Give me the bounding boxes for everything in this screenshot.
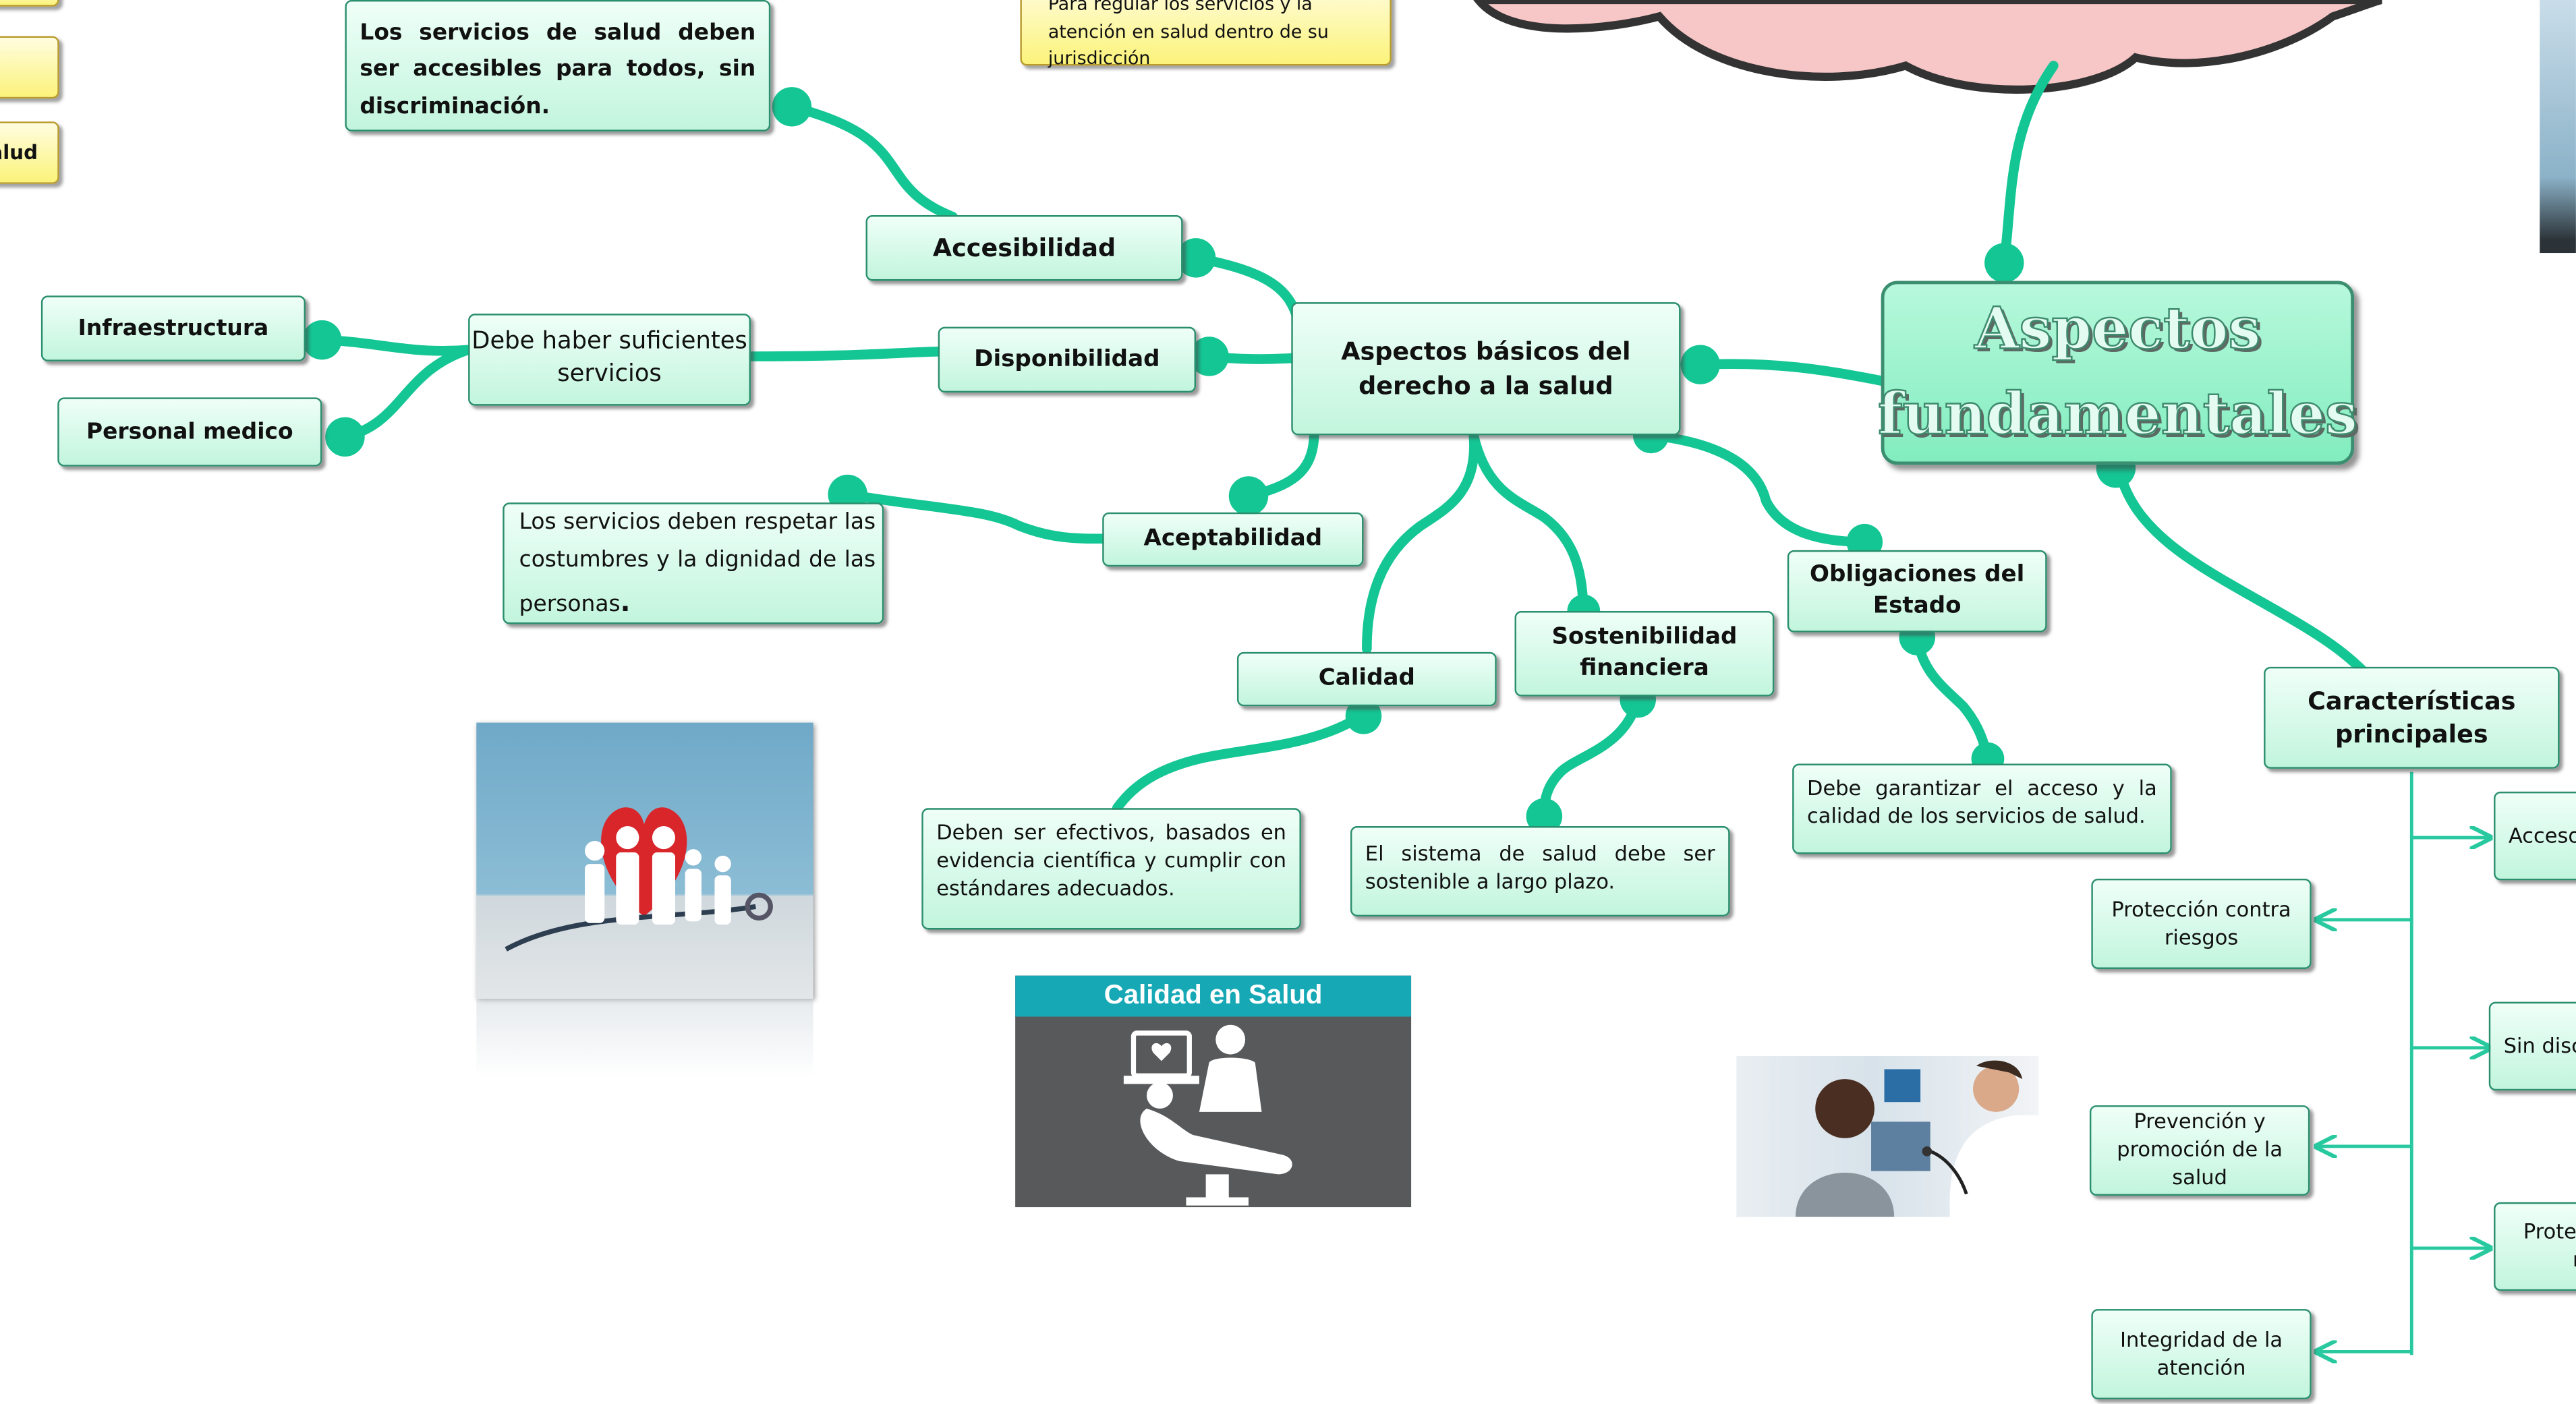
disponibilidad-node[interactable]: Disponibilidad: [938, 326, 1197, 393]
aceptabilidad-description-main: Los servicios deben respetar las costumb…: [519, 509, 876, 618]
sostenibilidad-description-text: El sistema de salud debe ser sostenible …: [1365, 840, 1715, 894]
caracteristica-right-1[interactable]: Acceso: [2494, 791, 2576, 881]
calidad-label: Calidad: [1318, 665, 1415, 692]
infraestructura-node[interactable]: Infraestructura: [40, 295, 306, 361]
caracteristica-proteccion[interactable]: Protección contra riesgos: [2091, 878, 2312, 969]
caracteristica-proteccion-label: Protección contra riesgos: [2111, 896, 2291, 949]
calidad-description[interactable]: Deben ser efectivos, basados en evidenci…: [921, 808, 1301, 930]
caracteristica-integridad-label: Integridad de la atención: [2120, 1326, 2283, 1379]
left-yellow-box-1: [0, 0, 59, 7]
disponibilidad-description[interactable]: Debe haber suficientes servicios: [468, 314, 751, 406]
aceptabilidad-description-end: .: [620, 586, 631, 618]
obligaciones-node[interactable]: Obligaciones del Estado: [1787, 550, 2047, 633]
banner-title-bar: Calidad en Salud: [1015, 975, 1412, 1017]
accesibilidad-node[interactable]: Accesibilidad: [865, 215, 1183, 281]
child-doctor-photo: [1796, 1060, 2039, 1217]
accesibilidad-description-text: Los servicios de salud deben ser accesib…: [360, 20, 756, 119]
calidad-description-text: Deben ser efectivos, basados en evidenci…: [936, 819, 1286, 900]
aceptabilidad-description[interactable]: Los servicios deben respetar las costumb…: [503, 502, 884, 624]
disponibilidad-label: Disponibilidad: [974, 345, 1160, 372]
heart-family-icon: [505, 807, 773, 952]
central-node-label: Aspectos básicos del derecho a la salud: [1341, 337, 1631, 401]
sostenibilidad-node[interactable]: Sostenibilidad financiera: [1514, 611, 1775, 697]
caracteristicas-label: Características principales: [2308, 686, 2516, 749]
caracteristica-right-2-label: Sin disc: [2503, 1032, 2576, 1057]
aceptabilidad-label: Aceptabilidad: [1143, 525, 1323, 552]
caracteristica-integridad[interactable]: Integridad de la atención: [2091, 1309, 2312, 1400]
cloud-shape: [1473, 0, 2383, 94]
personal-medico-node[interactable]: Personal medico: [57, 397, 322, 467]
caracteristica-prevencion[interactable]: Prevención y promoción de la salud: [2089, 1105, 2310, 1196]
caracteristicas-node[interactable]: Características principales: [2264, 666, 2560, 769]
obligaciones-description[interactable]: Debe garantizar el acceso y la calidad d…: [1792, 763, 2172, 854]
left-yellow-box-3: alud: [0, 121, 59, 184]
left-yellow-box-2: [0, 36, 59, 99]
personal-medico-label: Personal medico: [86, 418, 293, 445]
calidad-node[interactable]: Calidad: [1236, 651, 1497, 707]
banner-title: Calidad en Salud: [1104, 980, 1323, 1010]
yellow-note-top: Para regular los servicios y la atención…: [1020, 0, 1392, 69]
heart-family-image: [476, 722, 813, 999]
left-yellow-partial-text: alud: [0, 141, 38, 165]
heart-family-reflection: [476, 998, 813, 1078]
obligaciones-description-text: Debe garantizar el acceso y la calidad d…: [1807, 775, 2157, 828]
accesibilidad-label: Accesibilidad: [932, 233, 1116, 263]
infraestructura-label: Infraestructura: [78, 315, 269, 342]
sostenibilidad-description[interactable]: El sistema de salud debe ser sostenible …: [1350, 826, 1730, 917]
yellow-note-text: Para regular los servicios y la atención…: [1048, 0, 1329, 69]
central-node[interactable]: Aspectos básicos del derecho a la salud: [1291, 302, 1681, 436]
caracteristica-right-3[interactable]: Prote r: [2494, 1202, 2576, 1291]
aceptabilidad-node[interactable]: Aceptabilidad: [1102, 512, 1364, 567]
caracteristica-right-3-label: Prote: [2523, 1219, 2576, 1244]
title-node[interactable]: Aspectos fundamentales: [1877, 281, 2359, 465]
accesibilidad-description[interactable]: Los servicios de salud deben ser accesib…: [345, 0, 771, 131]
child-doctor-image: [1736, 1056, 2039, 1217]
aceptabilidad-description-text: Los servicios deben respetar las costumb…: [519, 504, 876, 624]
sostenibilidad-label: Sostenibilidad financiera: [1551, 624, 1738, 682]
caracteristica-right-3-extra: r: [2523, 1247, 2576, 1275]
caracteristica-right-1-label: Acceso: [2509, 822, 2576, 847]
calidad-en-salud-banner: Calidad en Salud: [1015, 975, 1412, 1208]
disponibilidad-description-text: Debe haber suficientes servicios: [471, 329, 747, 388]
caracteristica-right-2[interactable]: Sin disc: [2488, 1001, 2576, 1091]
doctor-patient-icon: [1123, 1024, 1292, 1206]
obligaciones-label: Obligaciones del Estado: [1810, 562, 2025, 620]
top-right-partial-image: [2540, 0, 2576, 254]
title-text: Aspectos fundamentales: [1877, 294, 2359, 449]
caracteristica-prevencion-label: Prevención y promoción de la salud: [2117, 1109, 2283, 1190]
